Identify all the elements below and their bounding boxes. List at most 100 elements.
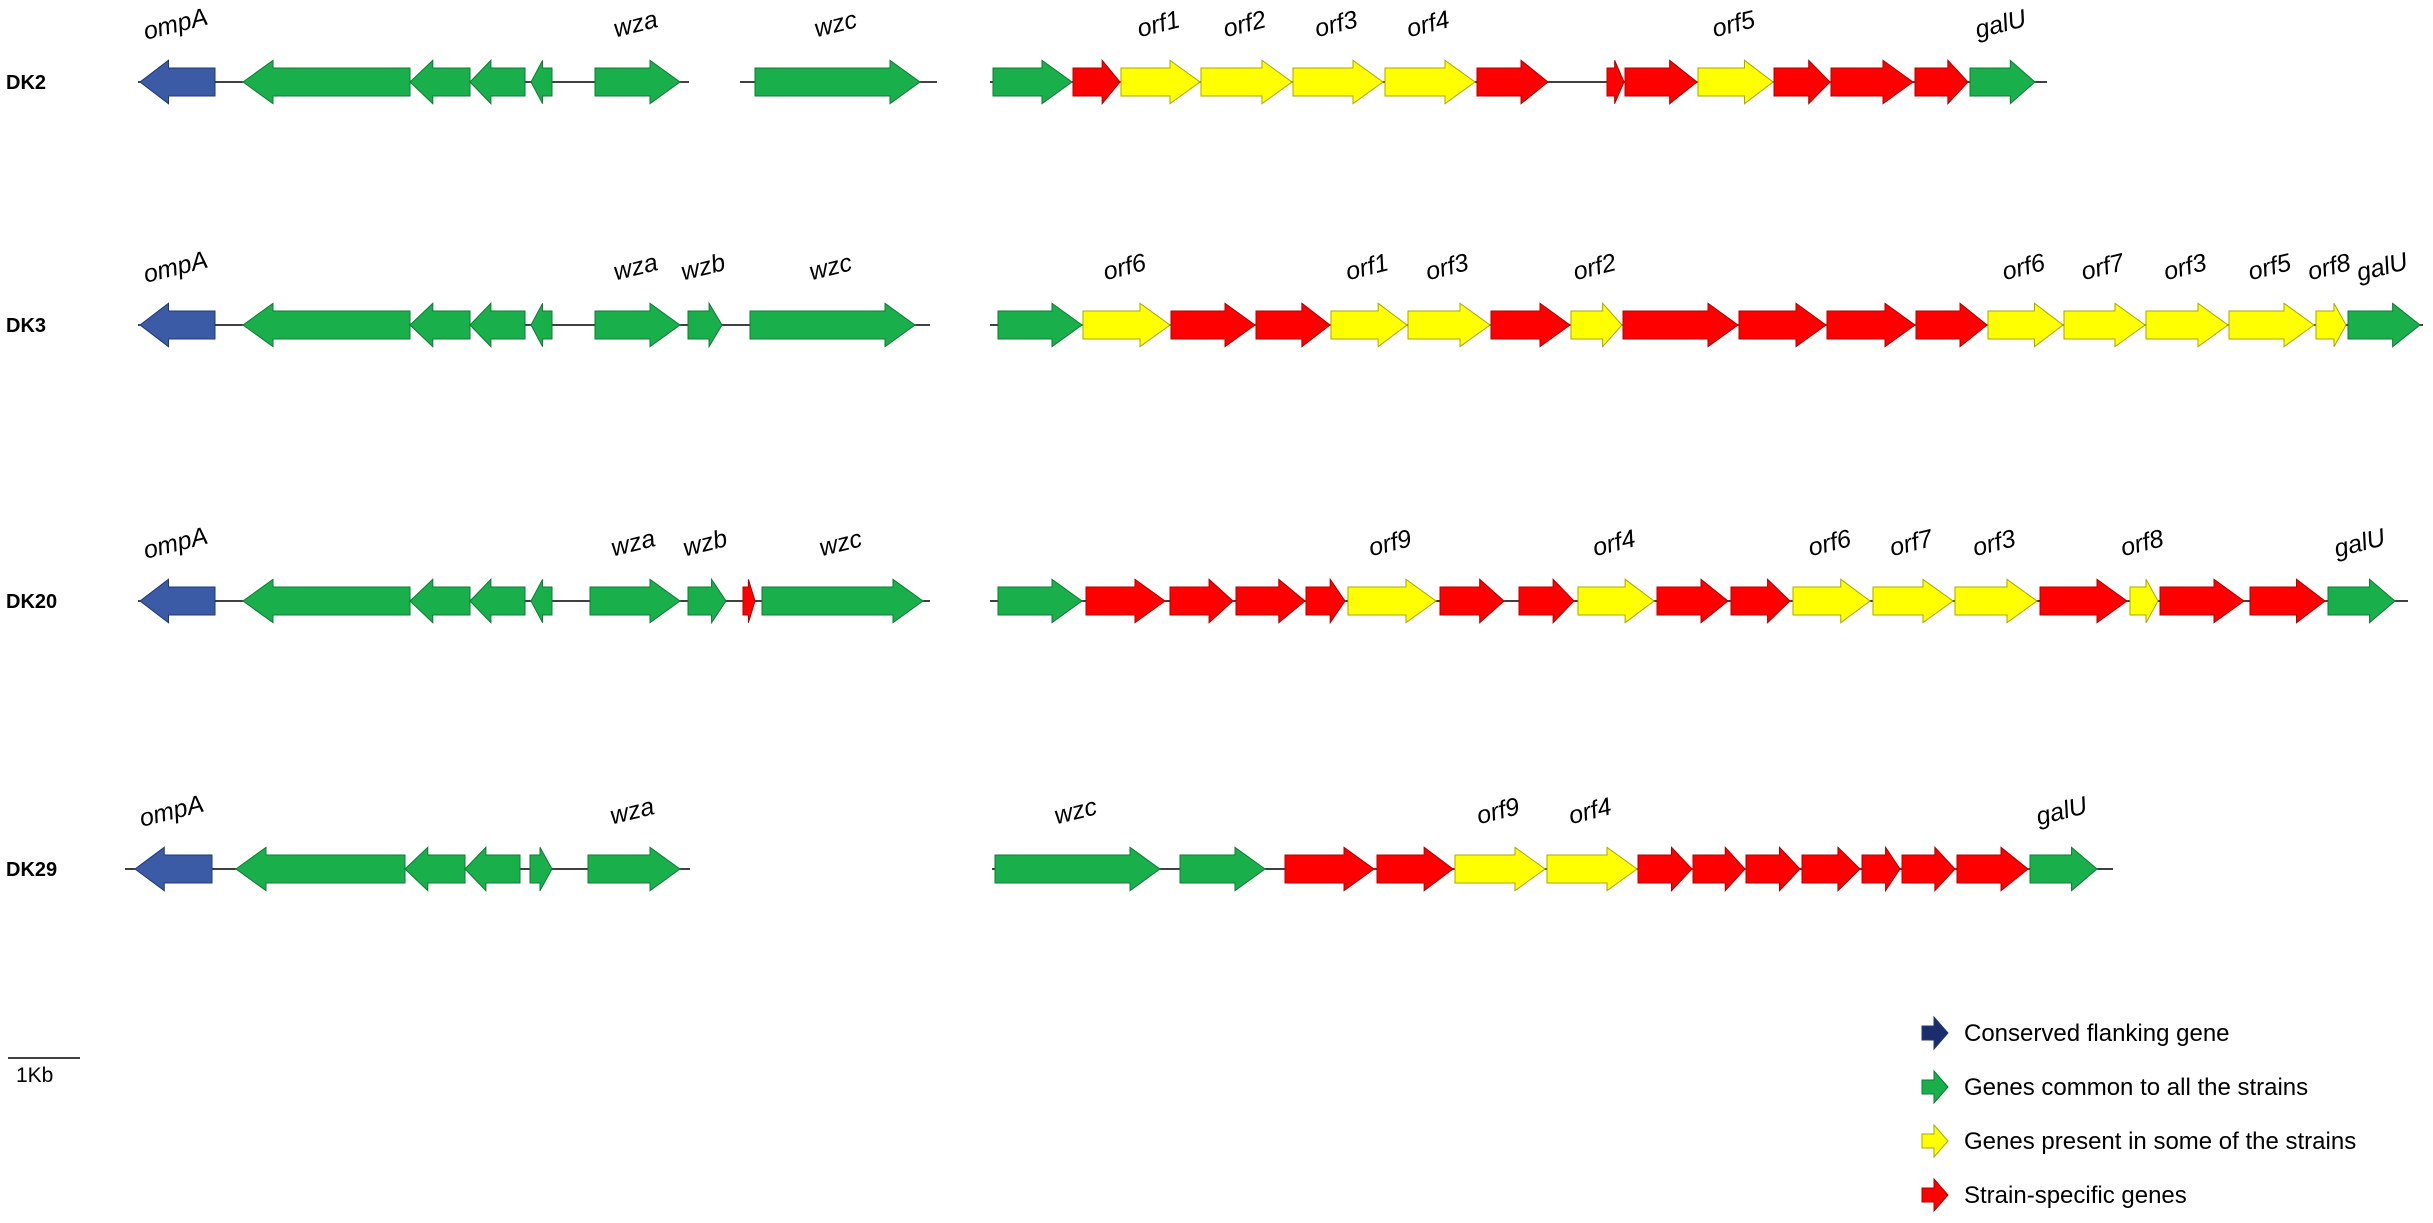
gene-arrow — [1692, 846, 1746, 892]
gene-label: orf8 — [2305, 248, 2354, 286]
gene-label: wzb — [678, 248, 728, 286]
gene-arrow — [530, 579, 553, 623]
gene-arrow — [1656, 578, 1729, 624]
gene-label: orf2 — [1570, 248, 1619, 286]
gene-arrow — [464, 846, 521, 892]
gene-arrow — [742, 579, 756, 623]
wza-gene-arrow — [594, 302, 681, 348]
gene-arrow — [1773, 59, 1831, 105]
gene-arrow — [1606, 60, 1625, 104]
legend-label: Conserved flanking gene — [1964, 1020, 2230, 1047]
legend-some-icon — [1921, 1123, 1949, 1159]
gene-label: galU — [1972, 4, 2030, 44]
gene-arrow — [992, 59, 1073, 105]
ompA-gene-arrow — [139, 59, 216, 105]
gene-arrow — [530, 303, 553, 347]
legend-label: Genes present in some of the strains — [1964, 1128, 2356, 1155]
orf4-gene-arrow — [1384, 59, 1476, 105]
gene-arrow — [469, 302, 526, 348]
gene-arrow — [2249, 578, 2326, 624]
gene-arrow — [1915, 302, 1988, 348]
gene-label: galU — [2033, 791, 2091, 831]
wzb-gene-arrow — [687, 301, 723, 349]
legend-item-specific: Strain-specific genes — [1921, 1177, 2187, 1213]
legend-item-some: Genes present in some of the strains — [1921, 1123, 2356, 1159]
gene-label: orf5 — [1709, 5, 1758, 43]
gene-arrow — [2159, 578, 2245, 624]
galU-gene-arrow — [2347, 302, 2421, 348]
gene-label: wzc — [806, 248, 855, 286]
legend-label: Genes common to all the strains — [1964, 1074, 2308, 1101]
gene-arrow — [1255, 302, 1331, 348]
gene-label: orf8 — [2118, 524, 2167, 562]
gene-label: ompA — [140, 246, 210, 289]
gene-arrow — [469, 59, 526, 105]
gene-arrow — [529, 847, 553, 891]
gene-arrow — [404, 846, 466, 892]
orf7-gene-arrow — [2063, 302, 2146, 348]
wza-gene-arrow — [587, 846, 681, 892]
gene-label: wzc — [816, 524, 865, 562]
orf3-gene-arrow — [1292, 59, 1384, 105]
galU-gene-arrow — [2327, 578, 2396, 624]
gene-label: orf3 — [1312, 5, 1361, 43]
orf3-gene-arrow — [2145, 302, 2229, 348]
strain-label: DK29 — [6, 859, 57, 881]
gene-label: orf7 — [2078, 248, 2128, 286]
gene-arrow — [242, 59, 411, 105]
gene-label: wza — [611, 248, 661, 286]
gene-label: wza — [607, 792, 657, 830]
wzc-gene-arrow — [994, 846, 1161, 892]
orf9-gene-arrow — [1454, 846, 1546, 892]
gene-arrow — [1622, 302, 1739, 348]
gene-arrow — [409, 578, 471, 624]
orf6-gene-arrow — [1792, 578, 1871, 624]
gene-label: orf6 — [1100, 248, 1149, 286]
gene-label: orf3 — [2161, 248, 2210, 286]
gene-label: galU — [2354, 247, 2412, 287]
ompA-gene-arrow — [139, 578, 216, 624]
gene-arrow — [2039, 578, 2128, 624]
orf1-gene-arrow — [1120, 59, 1201, 105]
gene-arrow — [1745, 846, 1801, 892]
gene-arrow — [1476, 59, 1549, 105]
gene-label: wzc — [1051, 792, 1100, 830]
gene-arrow — [1085, 578, 1166, 624]
gene-arrow — [1170, 302, 1256, 348]
gene-arrow — [242, 578, 411, 624]
orf8-gene-arrow — [2129, 579, 2159, 623]
legend-conserved-icon — [1921, 1015, 1949, 1051]
orf7-gene-arrow — [1872, 578, 1954, 624]
galU-gene-arrow — [2029, 846, 2098, 892]
gene-arrow — [1169, 578, 1234, 624]
gene-label: ompA — [140, 3, 210, 46]
gene-arrow — [1801, 846, 1861, 892]
gene-arrow — [997, 302, 1083, 348]
gene-arrow — [242, 302, 411, 348]
gene-label: wzc — [811, 5, 860, 43]
wzc-gene-arrow — [749, 302, 916, 348]
gene-label: orf1 — [1343, 248, 1392, 286]
gene-label: orf9 — [1366, 524, 1415, 562]
strain-label: DK20 — [6, 591, 57, 613]
gene-label: ompA — [140, 522, 210, 565]
wza-gene-arrow — [589, 578, 681, 624]
wzb-gene-arrow — [687, 577, 727, 625]
gene-label: galU — [2331, 523, 2389, 563]
gene-label: orf6 — [1999, 248, 2048, 286]
legend-label: Strain-specific genes — [1964, 1182, 2187, 1209]
orf2-gene-arrow — [1570, 301, 1623, 349]
gene-arrow — [409, 302, 471, 348]
strain-label: DK3 — [6, 315, 46, 337]
orf6-gene-arrow — [1082, 302, 1171, 348]
orf9-gene-arrow — [1347, 578, 1437, 624]
gene-label: wzb — [680, 524, 730, 562]
gene-arrow — [469, 578, 526, 624]
orf3-gene-arrow — [1407, 302, 1491, 348]
gene-label: ompA — [136, 790, 206, 833]
orf5-gene-arrow — [1697, 59, 1774, 105]
gene-arrow — [1235, 578, 1306, 624]
